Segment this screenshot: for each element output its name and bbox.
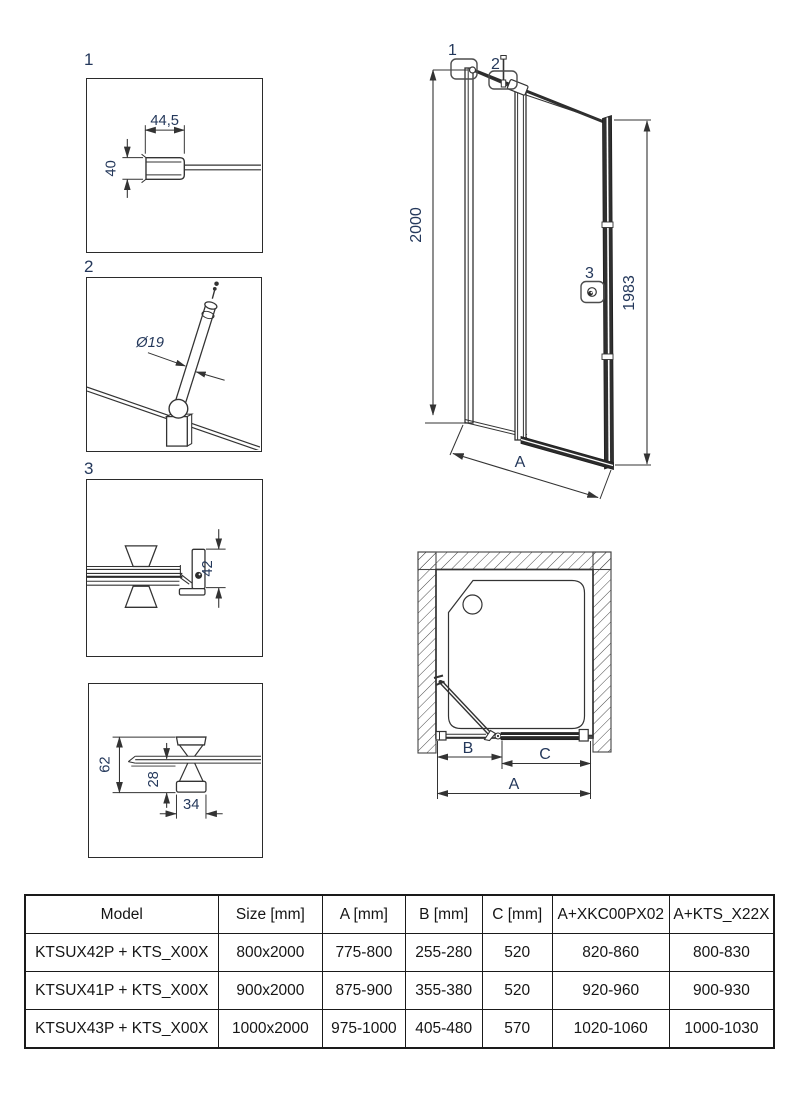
detail-1-dim-labels: 44,5 40 <box>104 113 179 176</box>
table-row: KTSUX42P + KTS_X00X 800x2000 775-800 255… <box>24 933 775 972</box>
elevation-drawing: 1 2 3 2000 1983 A <box>408 42 651 500</box>
detail-2-dim-labels: Ø19 <box>135 335 164 351</box>
detail-1-geometry <box>122 125 261 198</box>
hinge-profile <box>514 88 527 441</box>
support-bar <box>182 306 217 411</box>
dim-label-height-from-glass: 28 <box>146 771 162 787</box>
cell-a-ext2: 900-930 <box>668 971 775 1010</box>
door-open-leaf <box>438 682 490 736</box>
hinge-mark <box>601 221 614 228</box>
cell-b: 255-280 <box>404 933 483 972</box>
bar-clamp <box>506 79 529 96</box>
detail-1-label: 1 <box>84 50 94 69</box>
detail-2-box: Ø19 <box>86 277 262 452</box>
elevation-labels: 1 2 3 2000 1983 A <box>408 42 638 471</box>
callout-3-frame <box>580 280 605 304</box>
cell-a-ext1: 920-960 <box>551 971 670 1010</box>
spec-table-wrap: Model Size [mm] A [mm] B [mm] C [mm] A+X… <box>24 894 775 1049</box>
cell-a-ext2: 1000-1030 <box>668 1009 775 1049</box>
dim-label-height: 42 <box>200 560 216 576</box>
dim-label-c: C <box>539 746 551 763</box>
callout-1-frame <box>450 58 478 80</box>
callout-2-frame <box>488 70 518 90</box>
col-header-c: C [mm] <box>481 894 553 934</box>
col-header-size: Size [mm] <box>217 894 324 934</box>
callout-2-label: 2 <box>491 56 500 73</box>
dim-label-height-outer: 2000 <box>408 207 425 243</box>
cell-size: 1000x2000 <box>217 1009 324 1049</box>
table-row: KTSUX41P + KTS_X00X 900x2000 875-900 355… <box>24 971 775 1010</box>
col-header-model: Model <box>24 894 219 934</box>
col-header-a-xkc00px02: A+XKC00PX02 <box>551 894 670 934</box>
cell-model: KTSUX43P + KTS_X00X <box>24 1009 219 1049</box>
wall-top <box>417 551 612 571</box>
plan-drawing: B C A <box>417 551 612 799</box>
drain <box>462 594 483 615</box>
bracket-screw <box>195 571 203 579</box>
wall-left <box>417 551 437 754</box>
elevation-geometry <box>425 55 651 500</box>
table-row: KTSUX43P + KTS_X00X 1000x2000 975-1000 4… <box>24 1009 775 1049</box>
cell-a: 975-1000 <box>322 1009 406 1049</box>
cell-c: 570 <box>481 1009 553 1049</box>
cell-size: 800x2000 <box>217 933 324 972</box>
detail-3-geometry <box>87 529 226 608</box>
detail-2-geometry <box>86 281 261 452</box>
wall-profile <box>464 67 474 424</box>
detail-1-drawing: 44,5 40 <box>104 113 261 198</box>
callout-1-label: 1 <box>448 42 457 59</box>
detail-3-drawing: 42 <box>87 529 226 608</box>
cell-c: 520 <box>481 971 553 1010</box>
detail-4-drawing: 62 28 34 <box>98 736 261 819</box>
wall-profile-plan <box>435 730 447 741</box>
detail-3-label: 3 <box>84 459 94 478</box>
support-bar <box>470 67 605 124</box>
dim-label-width: 34 <box>183 797 199 813</box>
callout-3-label: 3 <box>585 265 594 282</box>
cell-size: 900x2000 <box>217 971 324 1010</box>
detail-3-dim-labels: 42 <box>200 560 216 576</box>
detail-1-box: 44,5 40 <box>86 78 263 253</box>
shower-tray <box>435 568 594 739</box>
plan-geometry <box>417 551 612 799</box>
col-header-a: A [mm] <box>322 894 406 934</box>
dim-label-width: 44,5 <box>150 113 179 129</box>
dim-label-b: B <box>463 740 474 757</box>
cell-b: 405-480 <box>404 1009 483 1049</box>
knob-top-view <box>124 545 158 568</box>
cell-b: 355-380 <box>404 971 483 1010</box>
spec-table: Model Size [mm] A [mm] B [mm] C [mm] A+X… <box>24 894 775 1049</box>
wall-right <box>592 551 612 753</box>
cell-a-ext2: 800-830 <box>668 933 775 972</box>
col-header-a-kts-x22x: A+KTS_X22X <box>668 894 775 934</box>
col-header-b: B [mm] <box>404 894 483 934</box>
cell-a-ext1: 820-860 <box>551 933 670 972</box>
ball-joint <box>168 398 189 419</box>
wall-profile-section <box>145 156 186 180</box>
cell-a: 775-800 <box>322 933 406 972</box>
dim-label-diameter: Ø19 <box>135 335 164 351</box>
detail-4-box: 62 28 34 <box>88 683 263 858</box>
cell-c: 520 <box>481 933 553 972</box>
detail-4-geometry <box>112 736 261 819</box>
cell-a: 875-900 <box>322 971 406 1010</box>
detail-3-box: 42 <box>86 479 263 657</box>
dim-label-a: A <box>509 776 520 793</box>
dim-label-height-glass: 1983 <box>621 275 638 311</box>
cell-model: KTSUX41P + KTS_X00X <box>24 971 219 1010</box>
table-header-row: Model Size [mm] A [mm] B [mm] C [mm] A+X… <box>24 894 775 934</box>
detail-4-dim-labels: 62 28 34 <box>98 756 200 812</box>
plan-labels: B C A <box>463 740 551 793</box>
cell-model: KTSUX42P + KTS_X00X <box>24 933 219 972</box>
knob-side-view <box>175 736 207 746</box>
hinge-mark <box>601 353 614 360</box>
dim-label-width-a: A <box>515 454 526 471</box>
cell-a-ext1: 1020-1060 <box>551 1009 670 1049</box>
detail-2-drawing: Ø19 <box>86 281 261 452</box>
dim-label-height: 40 <box>104 160 120 176</box>
dim-label-height-total: 62 <box>98 756 114 772</box>
detail-2-label: 2 <box>84 257 94 276</box>
